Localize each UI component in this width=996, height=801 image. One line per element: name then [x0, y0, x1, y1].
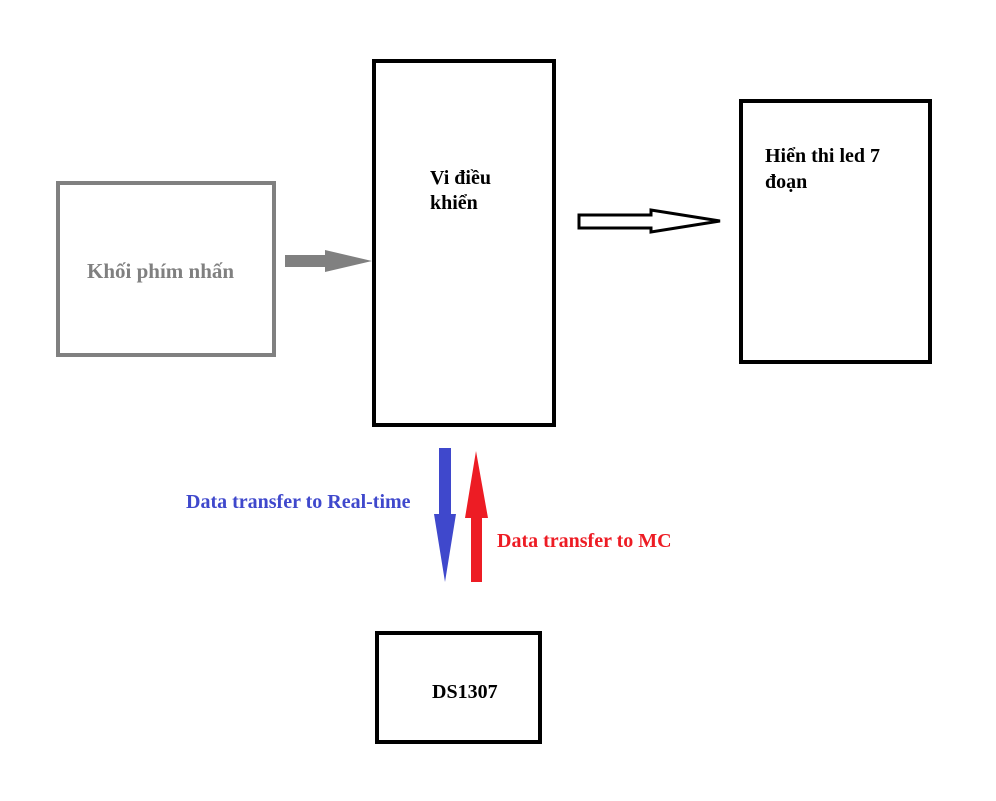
mcu-box: [372, 59, 556, 427]
rtc-box: [375, 631, 542, 744]
keypad-box: [56, 181, 276, 357]
display-label-line1: Hiển thi led 7: [765, 145, 881, 167]
keypad-label: Khối phím nhấn: [87, 259, 235, 283]
mcu-to-rtc-arrow: [434, 448, 456, 582]
to-mc-label: Data transfer to MC: [497, 530, 672, 552]
keypad-to-mcu-arrow: [285, 250, 372, 272]
rtc-label: DS1307: [432, 681, 498, 703]
mcu-label-line2: khiển: [430, 192, 478, 214]
mcu-to-display-arrow: [577, 208, 721, 234]
display-label-line2: đoạn: [765, 171, 808, 193]
mcu-label-line1: Vi điều: [430, 167, 491, 189]
rtc-to-mcu-arrow: [465, 451, 488, 582]
display-box: [739, 99, 932, 364]
to-rtc-label: Data transfer to Real-time: [186, 491, 411, 513]
